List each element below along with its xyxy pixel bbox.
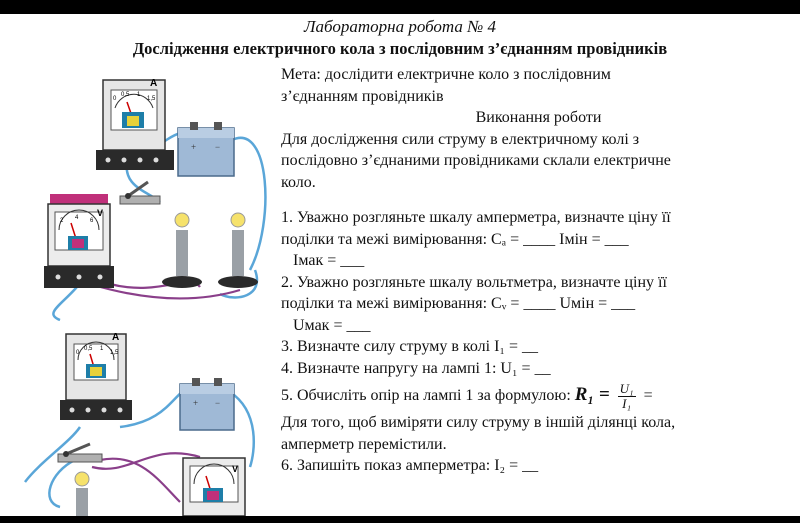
- task-6: 6. Запишіть показ амперметра: I₂ = __: [281, 457, 539, 474]
- ammeter-lower: A 0 0,5 1 1,5: [60, 332, 132, 420]
- switch-upper: [119, 180, 161, 205]
- voltmeter-lower: V: [182, 457, 246, 516]
- svg-text:−: −: [215, 142, 220, 152]
- svg-text:+: +: [191, 142, 196, 152]
- task-2-line-3: Uмак = ___: [293, 316, 371, 334]
- battery-lower: + −: [179, 378, 235, 431]
- lamp-lower: [74, 471, 90, 516]
- switch-lower: [57, 442, 103, 463]
- intro-line-3: коло.: [281, 173, 316, 191]
- task-5-lhs: R₁ =: [574, 384, 610, 405]
- svg-text:6: 6: [90, 218, 94, 224]
- task-5-denominator: I₁: [622, 395, 632, 411]
- task-4: 4. Визначте напругу на лампі 1: U₁ = __: [281, 359, 551, 377]
- voltmeter-label: V: [97, 208, 103, 218]
- aim-line-1: Мета: дослідити електричне коло з послід…: [281, 66, 611, 83]
- note-line-1: Для того, щоб виміряти силу струму в інш…: [281, 414, 676, 431]
- voltmeter-upper: V 2 4 6: [44, 194, 114, 288]
- intro-line-2: послідовно з’єднаними провідниками склал…: [281, 152, 671, 169]
- section-title: Виконання роботи: [475, 109, 602, 126]
- worksheet-text: Мета: дослідити електричне коло з послід…: [281, 64, 796, 477]
- svg-text:0,5: 0,5: [84, 346, 93, 352]
- circuit-illustration: A 0 0,5 1 1,5 + − V 2: [24, 78, 267, 516]
- svg-text:1,5: 1,5: [147, 96, 156, 102]
- battery-upper: + −: [177, 122, 235, 177]
- svg-text:+: +: [193, 398, 198, 408]
- svg-text:2: 2: [60, 218, 64, 224]
- svg-text:0,5: 0,5: [121, 92, 130, 98]
- svg-text:V: V: [232, 464, 238, 474]
- task-5: 5. Обчисліть опір на лампі 1 за формулою…: [281, 379, 796, 412]
- lab-title: Дослідження електричного кола з послідов…: [132, 39, 668, 58]
- svg-text:1: 1: [100, 346, 104, 352]
- lower-purple-wires: [91, 452, 201, 503]
- intro-line-1: Для дослідження сили струму в електрично…: [281, 130, 640, 148]
- svg-text:1: 1: [137, 92, 141, 98]
- svg-text:0: 0: [113, 96, 117, 102]
- ammeter-upper: A 0 0,5 1 1,5: [96, 78, 174, 170]
- task-5-prefix: 5. Обчисліть опір на лампі 1 за формулою…: [281, 387, 571, 404]
- worksheet-page: Лабораторна робота № 4 Дослідження елект…: [0, 14, 800, 516]
- task-2-line-2: поділки та межі вимірювання: Cᵥ = ____ U…: [281, 295, 636, 312]
- svg-text:1,5: 1,5: [110, 350, 119, 356]
- lower-wires: [24, 390, 256, 509]
- svg-text:4: 4: [75, 215, 79, 221]
- task-5-equals: =: [643, 387, 653, 404]
- task-2-line-1: 2. Уважно розгляньте шкалу вольтметра, в…: [281, 273, 667, 291]
- aim-line-2: з’єднанням провідників: [281, 87, 444, 105]
- svg-text:0: 0: [76, 350, 80, 356]
- lamps-upper: [162, 212, 258, 288]
- task-3: 3. Визначте силу струму в колі I₁ = __: [281, 338, 539, 355]
- task-5-numerator: U₁: [617, 380, 636, 397]
- task-1-line-2: поділки та межі вимірювання: Cₐ = ____ I…: [281, 230, 629, 248]
- note-line-2: амперметр перемістили.: [281, 435, 447, 453]
- task-1-line-3: Iмак = ___: [293, 252, 365, 269]
- task-5-fraction: U₁ I₁: [617, 380, 636, 411]
- svg-text:−: −: [215, 398, 220, 408]
- task-1-line-1: 1. Уважно розгляньте шкалу амперметра, в…: [281, 209, 671, 226]
- lab-number: Лабораторна робота № 4: [304, 17, 496, 36]
- ammeter-label: A: [150, 78, 157, 89]
- svg-text:A: A: [112, 332, 119, 343]
